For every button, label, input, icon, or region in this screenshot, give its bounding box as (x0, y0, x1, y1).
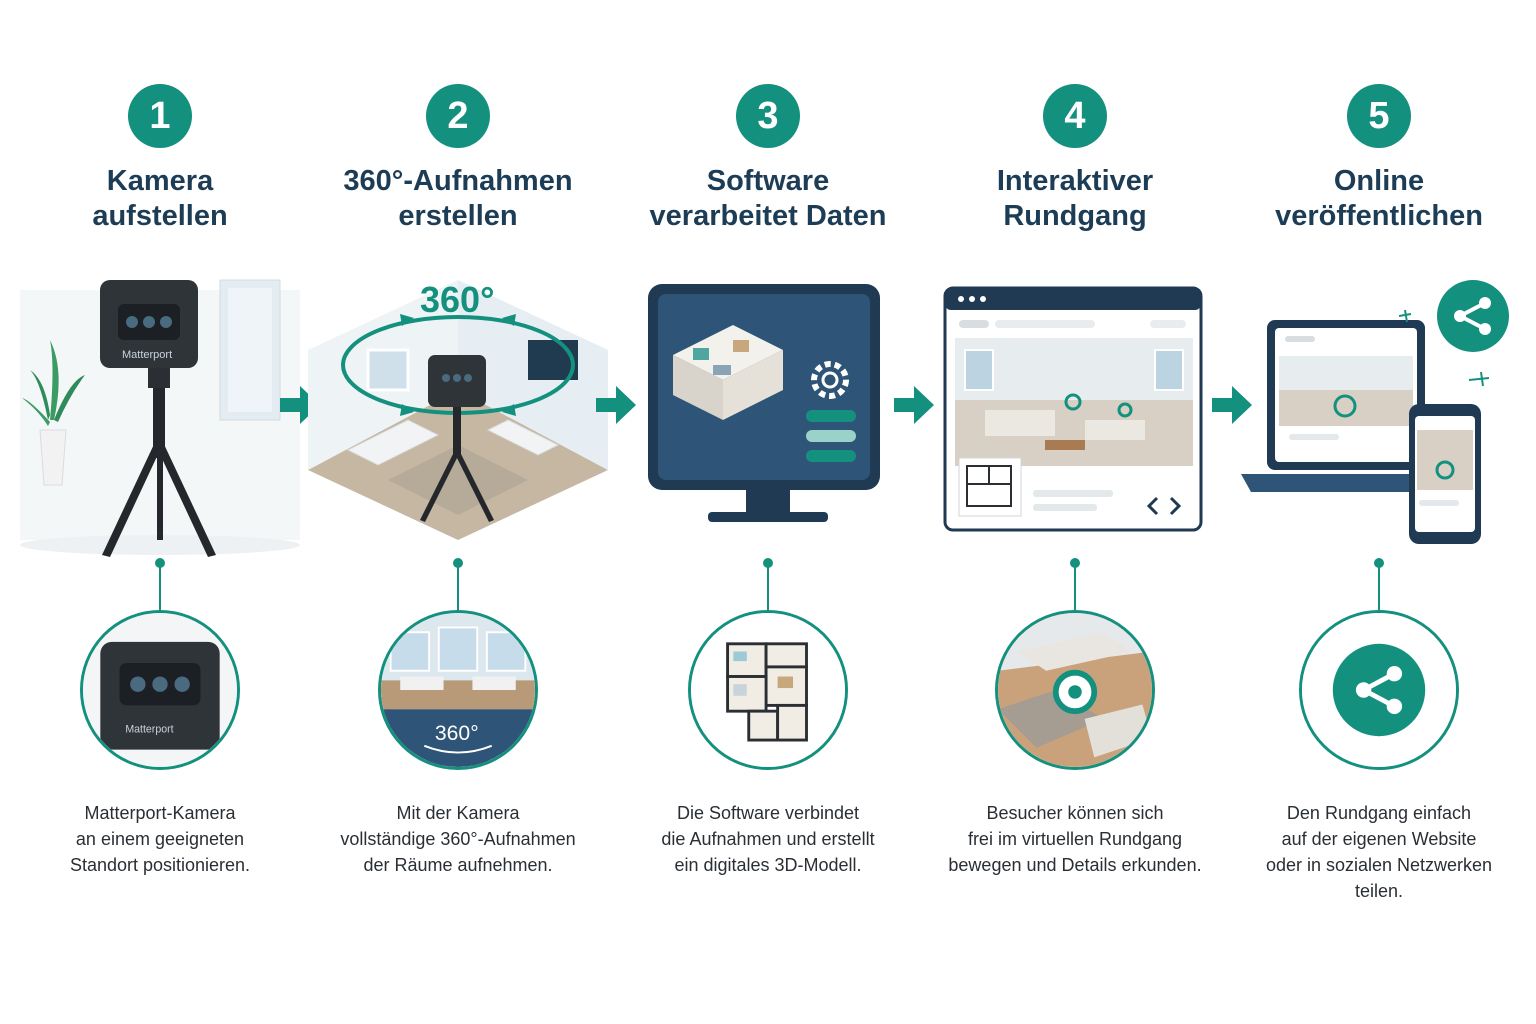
panorama-detail-circle: 360° (378, 610, 538, 770)
step-title: Software verarbeitet Daten (649, 165, 887, 232)
plant-icon (22, 340, 85, 486)
step-description: Besucher können sich frei im virtuellen … (948, 803, 1202, 875)
gear-icon (811, 361, 849, 399)
arrow-right-icon (1212, 386, 1252, 424)
share-detail-circle (1299, 610, 1459, 770)
arrow-right-icon (894, 386, 934, 424)
step-description: Matterport-Kamera an einem geeigneten St… (69, 803, 251, 875)
camera-icon: Matterport (100, 280, 198, 368)
share-icon (1332, 643, 1426, 737)
step-1: 1 Kamera aufstellen Matterp (10, 0, 310, 1024)
step-description: Mit der Kamera vollständige 360°-Aufnahm… (340, 803, 576, 875)
step-title: Kamera aufstellen (92, 165, 228, 232)
tripod-icon (102, 360, 216, 557)
tripod-camera-illustration: Matterport (20, 279, 300, 557)
connector-line (1374, 558, 1384, 612)
connector-line (1070, 558, 1080, 612)
camera-detail-circle: Matterport (80, 610, 240, 770)
browser-window-illustration (943, 286, 1203, 532)
arrow-right-icon (596, 386, 636, 424)
connector-line (155, 558, 165, 612)
step-3: 3 Software verarbeitet Daten (618, 0, 918, 1024)
step-title: Interaktiver Rundgang (996, 165, 1154, 232)
laptop-icon (1241, 320, 1449, 492)
camera-brand-label: Matterport (125, 723, 173, 735)
share-icon (1437, 280, 1509, 352)
step-number-badge: 1 (128, 84, 192, 148)
step-number-badge: 3 (736, 84, 800, 148)
chevron-left-icon (1146, 496, 1159, 516)
connector-line (453, 558, 463, 612)
step-number-badge: 4 (1043, 84, 1107, 148)
step-2: 2 360°-Aufnahmen erstellen 360° (308, 0, 608, 1024)
connector-line (763, 558, 773, 612)
step-description: Den Rundgang einfach auf der eigenen Web… (1265, 803, 1493, 901)
devices-illustration (1241, 280, 1509, 544)
step-description: Die Software verbindet die Aufnahmen und… (661, 803, 875, 875)
step-number-badge: 2 (426, 84, 490, 148)
tripod-camera-icon (420, 355, 494, 522)
room-detail-circle (995, 610, 1155, 770)
isometric-room-illustration: 360° (308, 279, 608, 540)
step-5: 5 Online veröffentlichen (1229, 0, 1529, 1024)
target-icon (1052, 669, 1098, 715)
step-title: Online veröffentlichen (1275, 165, 1483, 232)
camera-brand-label: Matterport (122, 349, 172, 361)
chevron-right-icon (1169, 496, 1182, 516)
floorplan-detail-circle (688, 610, 848, 770)
monitor-illustration (648, 284, 880, 522)
rotation-label: 360° (420, 279, 494, 320)
step-number-badge: 5 (1347, 84, 1411, 148)
3d-model-icon (673, 325, 783, 420)
panorama-label: 360° (435, 722, 479, 745)
step-4: 4 Interaktiver Rundgang (925, 0, 1225, 1024)
step-title: 360°-Aufnahmen erstellen (343, 165, 573, 232)
smartphone-icon (1409, 404, 1481, 544)
